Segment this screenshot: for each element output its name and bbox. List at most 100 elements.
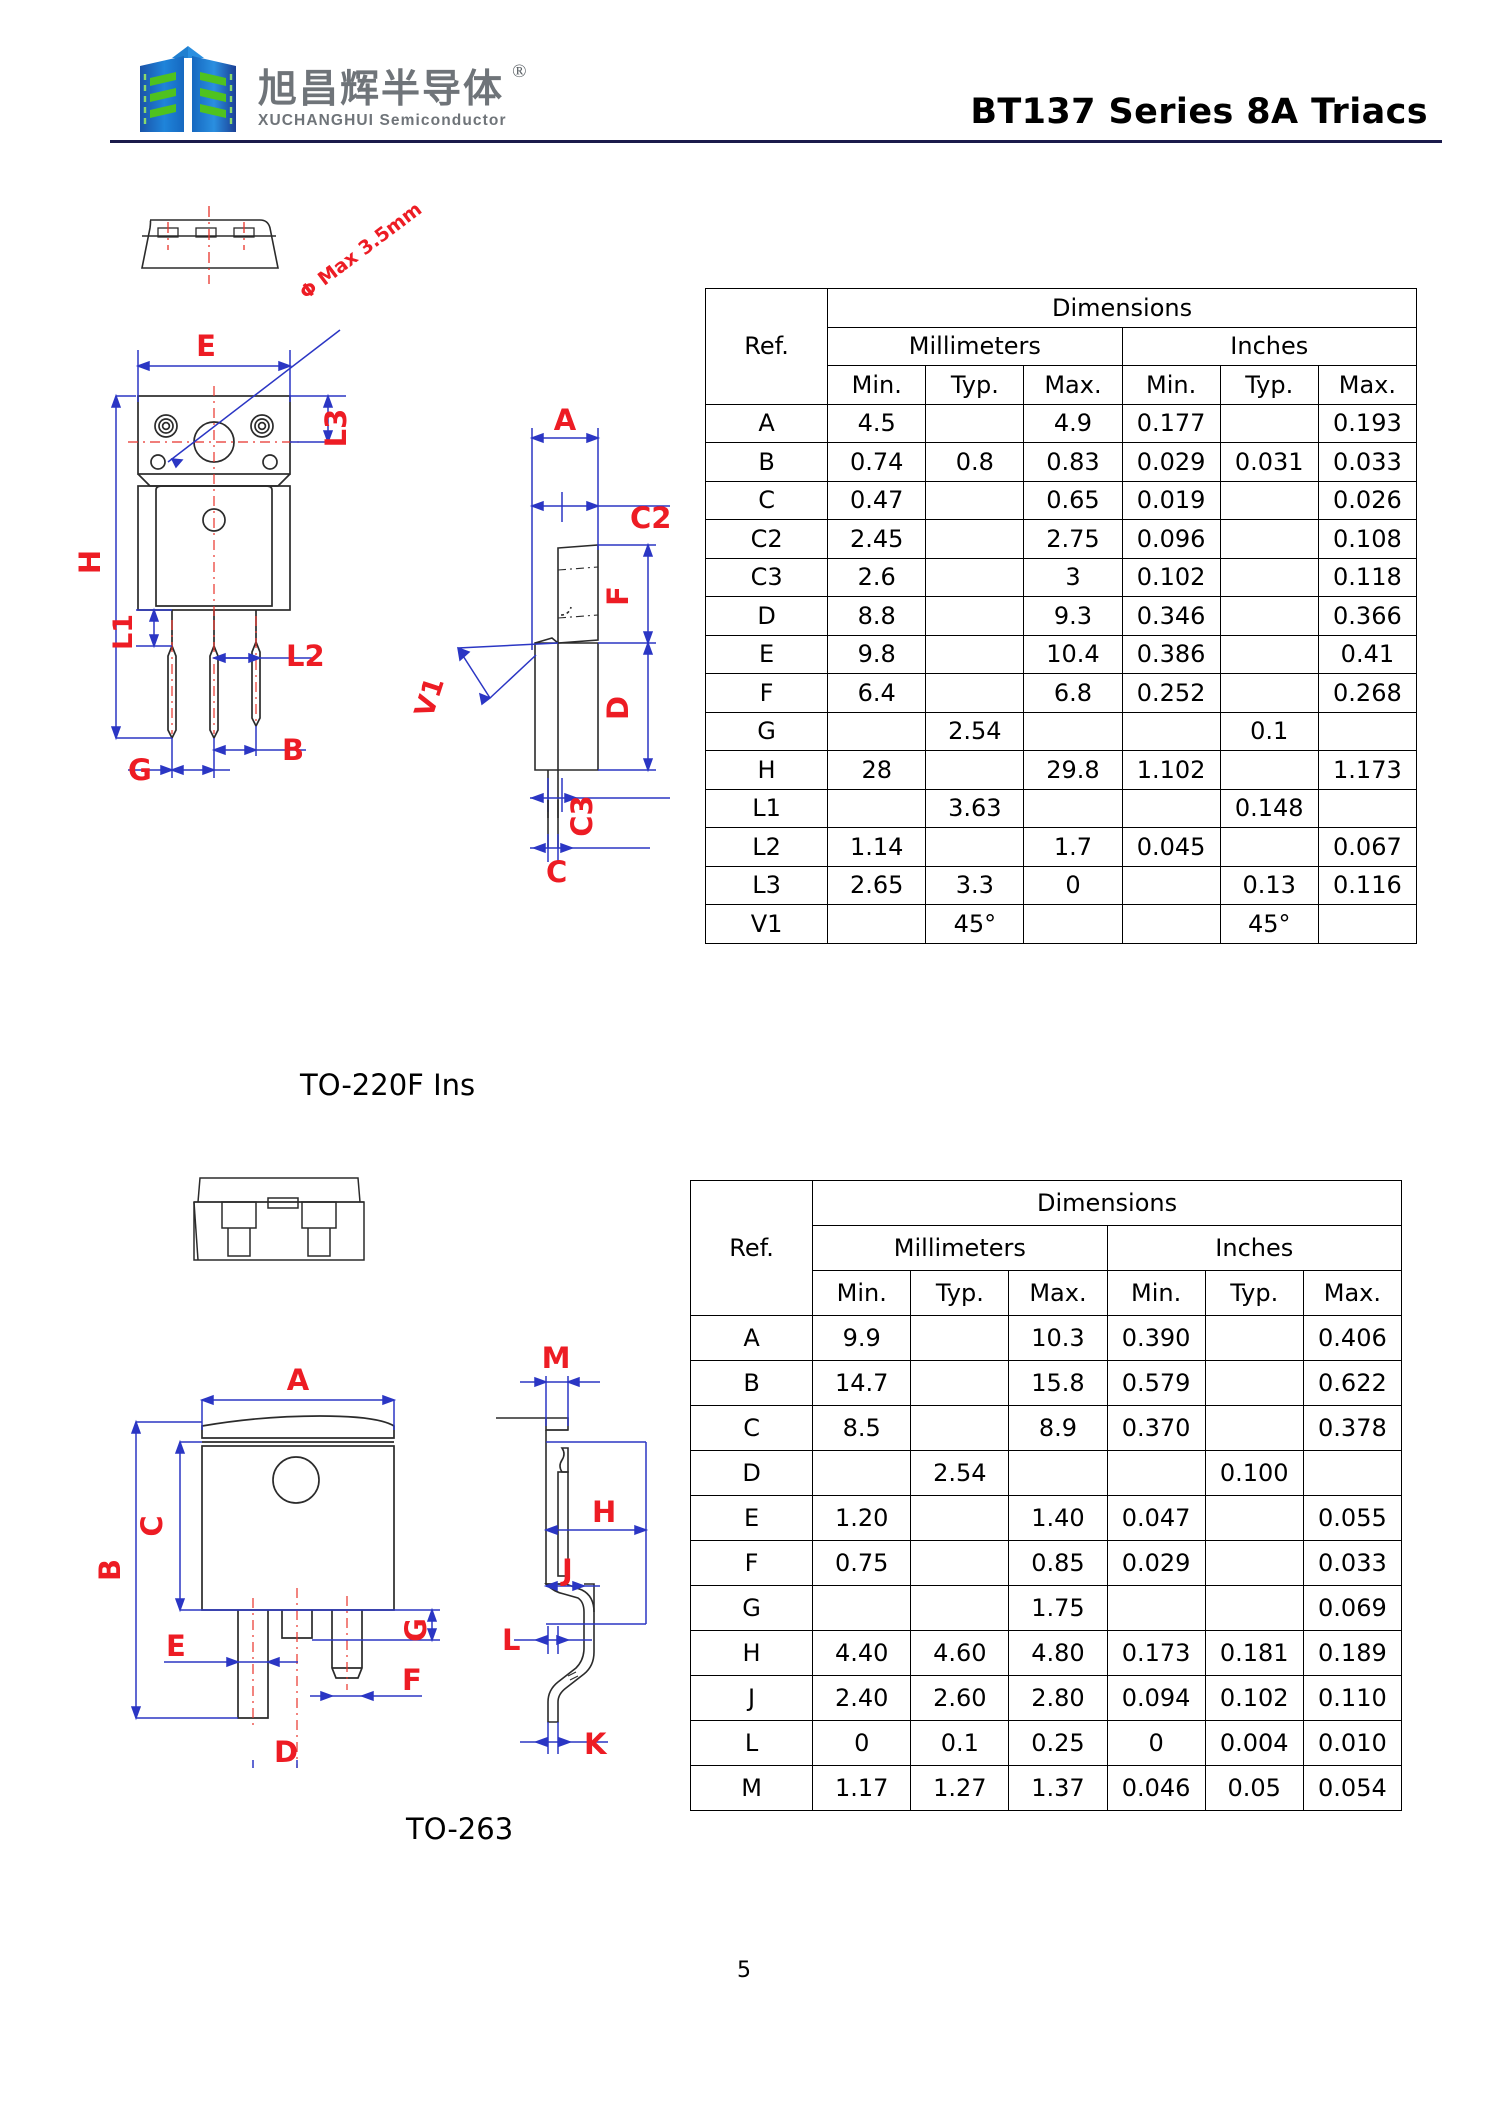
table-cell-mm-min: 14.7 (812, 1360, 912, 1406)
table-cell-in-typ: 0.13 (1219, 865, 1319, 905)
table-cell-mm-max: 1.40 (1008, 1495, 1108, 1541)
table-cell-in-max: 0.054 (1302, 1765, 1403, 1811)
to-220f-side-view: A C2 F D V1 C3 (380, 400, 680, 837)
table-cell-mm-typ: 3.3 (925, 865, 1025, 905)
page-title: BT137 Series 8A Triacs (970, 92, 1428, 132)
table-cell-in-max (1317, 788, 1418, 828)
table-cell-mm-typ (910, 1495, 1010, 1541)
table-cell-mm-max: 0.65 (1023, 480, 1123, 520)
table-cell-mm-max: 0.83 (1023, 442, 1123, 482)
table-header-ref: Ref. (704, 288, 829, 405)
table-cell-in-min: 1.102 (1121, 750, 1221, 790)
table-cell-ref: L2 (704, 827, 829, 867)
table-cell-ref: M (689, 1765, 814, 1811)
table-cell-ref: C3 (704, 557, 829, 597)
table-cell-ref: D (704, 596, 829, 636)
table-cell-mm-typ (925, 403, 1025, 443)
table-cell-in-min (1121, 788, 1221, 828)
table-cell-mm-min: 2.45 (827, 519, 927, 559)
table-cell-ref: C (689, 1405, 814, 1451)
dim-label-E: E (166, 1629, 186, 1663)
table-cell-mm-typ (925, 673, 1025, 713)
dim-label-H: H (73, 550, 107, 574)
table-cell-in-min: 0.096 (1121, 519, 1221, 559)
table-cell-mm-typ (925, 596, 1025, 636)
table-cell-in-min: 0.346 (1121, 596, 1221, 636)
table-cell-ref: L3 (704, 865, 829, 905)
table-cell-in-max: 1.173 (1317, 750, 1418, 790)
table-cell-in-min: 0.386 (1121, 634, 1221, 674)
table-cell-in-typ (1204, 1405, 1304, 1451)
table-cell-in-min: 0.094 (1106, 1675, 1206, 1721)
table-cell-mm-min: 2.6 (827, 557, 927, 597)
xuchanghui-logo-icon (132, 42, 244, 134)
table-cell-ref: A (704, 403, 829, 443)
dim-label-C3: C3 (565, 795, 599, 836)
to-263-dimensions-table: Ref. Dimensions Millimeters Inches Min. … (689, 1180, 1403, 1811)
table-cell-mm-typ (925, 480, 1025, 520)
table-cell-mm-min: 4.5 (827, 403, 927, 443)
table-cell-in-max: 0.055 (1302, 1495, 1403, 1541)
table-cell-in-max: 0.067 (1317, 827, 1418, 867)
table-cell-mm-max: 3 (1023, 557, 1123, 597)
table-cell-mm-max (1023, 711, 1123, 751)
table-cell-ref: H (704, 750, 829, 790)
table-cell-mm-min: 1.20 (812, 1495, 912, 1541)
dim-label-L2: L2 (286, 639, 325, 673)
table-cell-in-max (1302, 1450, 1403, 1496)
table-cell-in-typ (1219, 596, 1319, 636)
dim-label-G: G (399, 1618, 433, 1642)
table-cell-in-max: 0.378 (1302, 1405, 1403, 1451)
dim-label-B: B (93, 1559, 127, 1581)
table-cell-mm-max: 0 (1023, 865, 1123, 905)
table-cell-in-typ: 0.102 (1204, 1675, 1304, 1721)
to-220f-dimensions-table: Ref. Dimensions Millimeters Inches Min. … (704, 288, 1418, 944)
dim-label-B: B (282, 733, 304, 767)
dim-label-D: D (601, 696, 635, 720)
table-cell-in-max: 0.010 (1302, 1720, 1403, 1766)
table-cell-in-typ (1219, 827, 1319, 867)
dim-label-L: L (502, 1623, 520, 1657)
table-cell-mm-typ: 2.54 (910, 1450, 1010, 1496)
table-cell-mm-typ (910, 1360, 1010, 1406)
table-cell-mm-min: 0.47 (827, 480, 927, 520)
table-cell-ref: V1 (704, 904, 829, 944)
table-cell-mm-max: 1.37 (1008, 1765, 1108, 1811)
table-cell-in-typ: 0.031 (1219, 442, 1319, 482)
table-cell-in-min: 0.102 (1121, 557, 1221, 597)
table-header-millimeters: Millimeters (812, 1225, 1108, 1271)
table-cell-ref: C (704, 480, 829, 520)
table-cell-mm-min: 0.75 (812, 1540, 912, 1586)
table-cell-in-max: 0.116 (1317, 865, 1418, 905)
table-cell-ref: E (704, 634, 829, 674)
table-cell-in-typ (1219, 750, 1319, 790)
dim-label-L3: L3 (319, 409, 353, 448)
table-cell-mm-max (1023, 904, 1123, 944)
table-subheader-mm-max: Max. (1008, 1270, 1108, 1316)
table-cell-in-max: 0.406 (1302, 1315, 1403, 1361)
table-cell-in-max: 0.189 (1302, 1630, 1403, 1676)
dim-label-E: E (196, 329, 216, 363)
table-cell-in-typ: 0.181 (1204, 1630, 1304, 1676)
table-cell-in-typ: 0.1 (1219, 711, 1319, 751)
to-263-side-view: M H J L K (480, 1330, 680, 1770)
table-subheader-mm-typ: Typ. (910, 1270, 1010, 1316)
table-cell-in-min: 0.390 (1106, 1315, 1206, 1361)
table-cell-mm-max: 4.80 (1008, 1630, 1108, 1676)
table-cell-mm-min: 0 (812, 1720, 912, 1766)
dim-label-F: F (601, 586, 635, 606)
table-cell-mm-typ: 3.63 (925, 788, 1025, 828)
table-cell-mm-typ (910, 1315, 1010, 1361)
table-cell-in-min: 0 (1106, 1720, 1206, 1766)
table-cell-mm-max: 0.85 (1008, 1540, 1108, 1586)
table-cell-mm-typ: 45° (925, 904, 1025, 944)
